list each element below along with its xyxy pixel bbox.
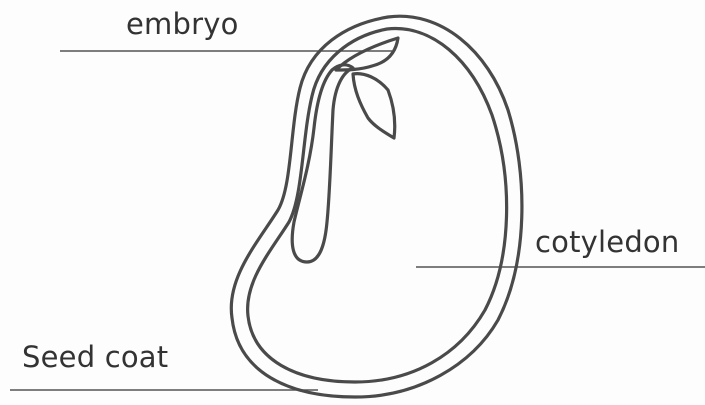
embryo-label: embryo <box>126 10 239 39</box>
seed-coat-label: Seed coat <box>22 343 168 372</box>
cotyledon-label: cotyledon <box>535 228 679 257</box>
embryo-plumule-leaf <box>353 74 395 138</box>
seed-coat-outline <box>231 16 522 397</box>
